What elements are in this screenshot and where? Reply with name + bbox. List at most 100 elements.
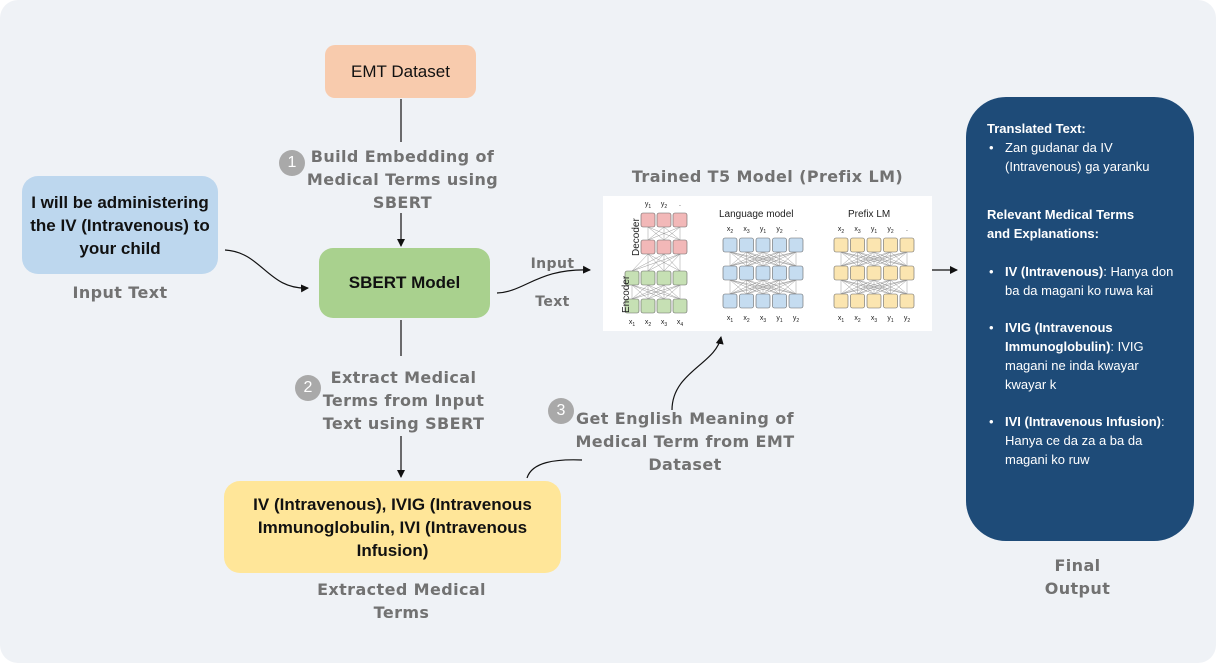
prefix-lm-cell (833, 293, 849, 309)
medical-terms-heading: Relevant Medical Terms and Explanations: (987, 207, 1135, 241)
network-connection (746, 251, 797, 267)
input-token: y2 (793, 315, 800, 324)
decoder-cell (640, 239, 656, 255)
prefix-lm-cell (850, 237, 865, 253)
final-output-panel: Translated Text: Zan gudanar da IV (Intr… (966, 97, 1194, 541)
network-connection (729, 251, 747, 267)
language-model-cell (788, 265, 804, 281)
extracted-terms-node: IV (Intravenous), IVIG (Intravenous Immu… (224, 481, 561, 573)
arrow-sbert-to-t5 (496, 265, 591, 294)
network-connection (647, 226, 665, 241)
language-model-cell (722, 237, 738, 253)
input-token: y1 (776, 315, 783, 324)
prefix-lm-cell (850, 265, 865, 281)
prefix-lm-cell (850, 293, 865, 309)
network-connection (779, 279, 797, 295)
output-token: . (906, 226, 908, 233)
decoder-output-token: y2 (661, 201, 668, 210)
network-connection (631, 284, 649, 300)
network-connection (840, 251, 875, 267)
output-token: y2 (887, 226, 894, 235)
language-model-cell (788, 293, 804, 309)
prefix-lm-cell (883, 265, 898, 281)
network-connection (857, 251, 908, 267)
network-connection (631, 284, 665, 300)
output-token: x3 (854, 226, 861, 235)
encoder-input-token: x3 (661, 319, 668, 328)
network-connection (840, 279, 891, 295)
network-connection (890, 279, 908, 295)
input-text-node: I will be administering the IV (Intraven… (22, 176, 218, 274)
sbert-model-node: SBERT Model (319, 248, 490, 318)
encoder-cell (624, 298, 640, 314)
network-connection (647, 253, 665, 272)
prefix-lm-cell (866, 237, 882, 253)
network-connection (631, 284, 681, 300)
encoder-cell (672, 298, 688, 314)
input-token: x2 (743, 315, 750, 324)
network-connection (647, 253, 681, 272)
medical-term-item: IVIG (Intravenous Immunoglobulin): IVIG … (987, 318, 1178, 394)
step-2-label: Extract Medical Terms from Input Text us… (322, 368, 485, 433)
medical-terms-list: IV (Intravenous): Hanya don ba da magani… (987, 262, 1178, 469)
encoder-input-token: x2 (645, 319, 652, 328)
arrow-extracted-to-step3 (526, 459, 583, 479)
language-model-cell (722, 293, 738, 309)
translated-text-heading: Translated Text: (987, 121, 1086, 136)
edge-label-input: Input (530, 256, 575, 272)
language-model-cell (755, 265, 771, 281)
language-model-cell (755, 293, 771, 309)
network-connection (729, 279, 780, 295)
extracted-terms-text: IV (Intravenous), IVIG (Intravenous Immu… (253, 494, 532, 560)
step-1-label: Build Embedding of Medical Terms using S… (306, 147, 499, 212)
language-model-cell (739, 237, 754, 253)
decoder-cell (672, 212, 688, 228)
step-1-badge: 1 (279, 150, 305, 176)
network-connection (840, 279, 908, 295)
language-model-cell (722, 265, 738, 281)
network-connection (729, 279, 764, 295)
language-model-cell (739, 293, 754, 309)
input-token: y1 (887, 315, 894, 324)
network-connection (663, 284, 681, 300)
encoder-cell (672, 270, 688, 286)
language-model-cell (755, 237, 771, 253)
network-connection (762, 279, 797, 295)
edge-label-text: Text (535, 294, 570, 310)
input-token: x3 (760, 315, 767, 324)
prefix-lm-cell (883, 293, 898, 309)
encoder-cell (656, 270, 672, 286)
encoder-input-token: x4 (677, 319, 684, 328)
input-token: x1 (727, 315, 734, 324)
encoder-cell (624, 270, 640, 286)
prefix-lm-cell (866, 293, 882, 309)
network-connection (857, 279, 908, 295)
prefix-lm-cell (866, 265, 882, 281)
network-connection (840, 251, 908, 267)
prefix-lm-label: Prefix LM (848, 209, 890, 220)
network-connection (729, 251, 780, 267)
step-3-label: Get English Meaning of Medical Term from… (575, 409, 795, 474)
encoder-input-token: x1 (629, 319, 636, 328)
output-token: y1 (871, 226, 878, 235)
network-connection (647, 284, 681, 300)
decoder-cell (640, 212, 656, 228)
prefix-lm-cell (883, 237, 898, 253)
decoder-output-token: y1 (645, 201, 652, 210)
encoder-label: Encoder (621, 275, 632, 313)
output-token: x2 (727, 226, 734, 235)
network-connection (840, 279, 858, 295)
prefix-lm-cell (833, 265, 849, 281)
step-3-badge: 3 (548, 398, 574, 424)
medical-term-item: IVI (Intravenous Infusion): Hanya ce da … (987, 412, 1178, 469)
network-connection (762, 251, 797, 267)
network-connection (873, 251, 908, 267)
network-connection (663, 253, 681, 272)
translated-text-list: Zan gudanar da IV (Intravenous) ga yaran… (987, 138, 1178, 176)
prefix-lm-cell (899, 265, 915, 281)
emt-dataset-label: EMT Dataset (351, 61, 450, 81)
network-connection (647, 226, 681, 241)
network-connection (729, 279, 797, 295)
